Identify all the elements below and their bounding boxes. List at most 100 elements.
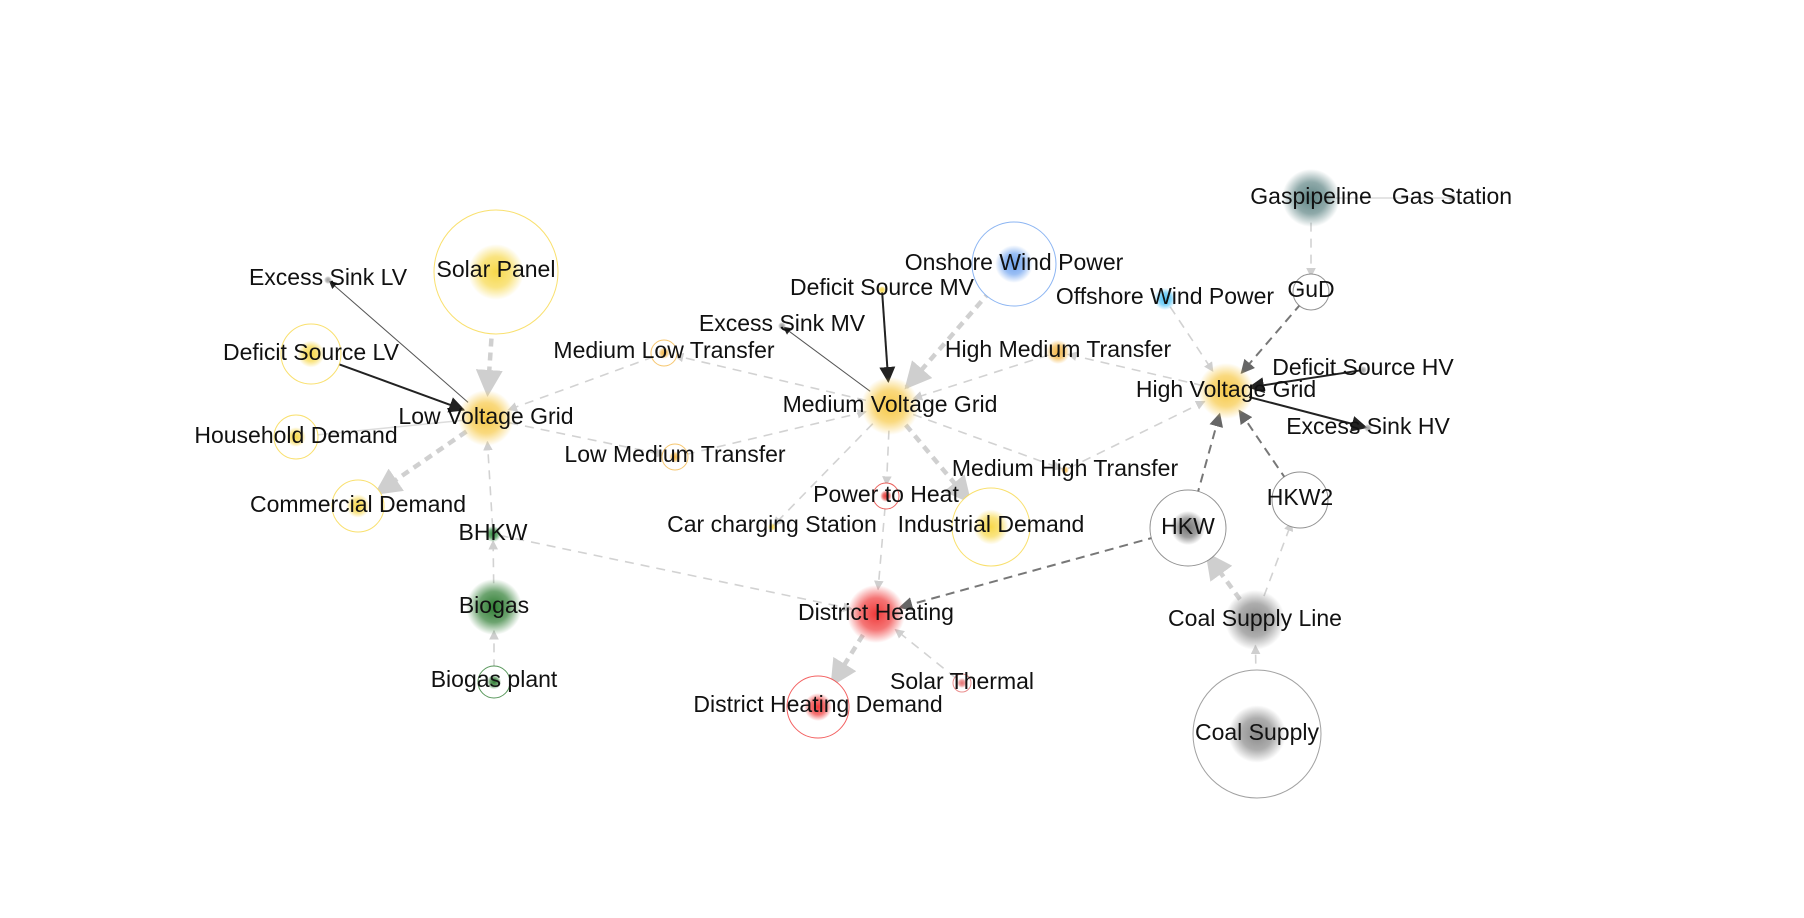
node-low-medium-transfer[interactable] <box>661 443 689 471</box>
label-medium-high-transfer: Medium High Transfer <box>952 455 1179 481</box>
label-gaspipeline: Gaspipeline <box>1250 183 1371 209</box>
industrial-demand-core <box>973 509 1009 545</box>
node-gud[interactable] <box>1292 273 1330 311</box>
node-low-voltage-grid[interactable] <box>458 390 514 446</box>
district-heating-circle <box>847 585 905 643</box>
label-high-voltage-grid: High Voltage Grid <box>1136 376 1316 402</box>
node-district-heating-demand[interactable] <box>786 675 850 739</box>
edge-low-voltage-grid-to-low-medium-transfer <box>509 422 666 458</box>
edge-solar-thermal-to-district-heating <box>894 628 957 679</box>
label-deficit-source-mv: Deficit Source MV <box>790 274 975 300</box>
low-voltage-grid-circle <box>458 390 514 446</box>
label-household-demand: Household Demand <box>194 422 397 448</box>
node-medium-voltage-grid[interactable] <box>861 377 919 435</box>
node-deficit-source-mv[interactable] <box>878 286 886 294</box>
edge-medium-voltage-grid-to-medium-high-transfer <box>912 413 1063 471</box>
label-biogas: Biogas <box>459 592 529 618</box>
label-car-charging-station: Car charging Station <box>667 511 877 537</box>
node-medium-high-transfer[interactable] <box>1061 466 1069 474</box>
node-hkw[interactable] <box>1149 489 1227 567</box>
node-bhkw[interactable] <box>485 526 501 542</box>
label-industrial-demand: Industrial Demand <box>898 511 1085 537</box>
label-excess-sink-lv: Excess Sink LV <box>249 264 408 290</box>
node-industrial-demand[interactable] <box>951 487 1031 567</box>
solar-panel-core <box>468 244 524 300</box>
gud-ring <box>1292 273 1330 311</box>
nodes-layer <box>273 169 1456 799</box>
edge-low-voltage-grid-to-household-demand <box>314 419 463 436</box>
label-solar-thermal: Solar Thermal <box>890 668 1034 694</box>
node-onshore-wind[interactable] <box>971 221 1057 307</box>
node-deficit-source-hv[interactable] <box>1359 366 1367 374</box>
car-charging-station-dot <box>768 523 776 531</box>
label-bhkw: BHKW <box>459 519 528 545</box>
edge-hkw2-to-high-voltage-grid <box>1238 409 1288 481</box>
edge-deficit-source-lv-to-low-voltage-grid <box>334 361 466 413</box>
label-deficit-source-hv: Deficit Source HV <box>1272 354 1454 380</box>
onshore-wind-core <box>995 245 1033 283</box>
edge-district-heating-to-district-heating-demand <box>830 633 865 687</box>
node-deficit-source-lv[interactable] <box>280 323 342 385</box>
excess-sink-hv-dot <box>1364 424 1372 432</box>
label-deficit-source-lv: Deficit Source LV <box>223 339 400 365</box>
edge-bhkw-to-district-heating <box>499 534 853 612</box>
edge-offshore-wind-to-high-voltage-grid <box>1169 306 1214 372</box>
node-high-medium-transfer[interactable] <box>1046 340 1070 364</box>
edge-solar-panel-to-low-voltage-grid <box>475 324 503 397</box>
label-high-medium-transfer: High Medium Transfer <box>945 336 1172 362</box>
deficit-source-lv-core <box>297 340 325 368</box>
node-household-demand[interactable] <box>273 414 319 460</box>
label-biogas-plant: Biogas plant <box>431 666 558 692</box>
high-voltage-grid-circle <box>1198 363 1254 419</box>
node-coal-supply-line[interactable] <box>1225 590 1285 650</box>
edge-medium-low-transfer-to-low-voltage-grid <box>507 356 654 412</box>
label-hkw2: HKW2 <box>1267 484 1333 510</box>
edge-medium-voltage-grid-to-industrial-demand <box>904 423 972 504</box>
edge-power-to-heat-to-district-heating <box>874 506 886 591</box>
node-excess-sink-hv[interactable] <box>1364 424 1372 432</box>
node-medium-low-transfer[interactable] <box>650 339 678 367</box>
deficit-source-mv-dot <box>878 286 886 294</box>
node-biogas[interactable] <box>466 579 522 635</box>
label-medium-voltage-grid: Medium Voltage Grid <box>783 391 998 417</box>
node-coal-supply[interactable] <box>1192 669 1322 799</box>
edge-coal-supply-line-to-hkw2 <box>1263 521 1294 597</box>
medium-voltage-grid-circle <box>861 377 919 435</box>
node-gaspipeline[interactable] <box>1282 169 1340 227</box>
node-district-heating[interactable] <box>847 585 905 643</box>
node-solar-panel[interactable] <box>433 209 559 335</box>
edge-onshore-wind-to-medium-voltage-grid <box>904 289 993 390</box>
coal-supply-core <box>1228 705 1286 763</box>
label-low-voltage-grid: Low Voltage Grid <box>398 403 573 429</box>
biogas-circle <box>466 579 522 635</box>
edge-deficit-source-hv-to-high-voltage-grid <box>1247 369 1362 394</box>
bhkw-circle <box>485 526 501 542</box>
node-hkw2[interactable] <box>1271 471 1329 529</box>
medium-low-transfer-core <box>658 347 670 359</box>
label-district-heating: District Heating <box>798 599 954 625</box>
node-excess-sink-mv[interactable] <box>778 322 786 330</box>
edge-high-medium-transfer-to-medium-voltage-grid <box>912 354 1049 401</box>
node-car-charging-station[interactable] <box>768 523 776 531</box>
label-offshore-wind: Offshore Wind Power <box>1056 283 1275 309</box>
label-district-heating-demand: District Heating Demand <box>693 691 942 717</box>
node-solar-thermal[interactable] <box>952 673 972 693</box>
node-power-to-heat[interactable] <box>872 482 900 510</box>
commercial-demand-core <box>346 494 370 518</box>
node-commercial-demand[interactable] <box>331 479 385 533</box>
node-high-voltage-grid[interactable] <box>1198 363 1254 419</box>
label-coal-supply-line: Coal Supply Line <box>1168 605 1342 631</box>
edge-high-voltage-grid-to-excess-sink-hv <box>1248 396 1368 432</box>
node-excess-sink-lv[interactable] <box>324 276 332 284</box>
node-offshore-wind[interactable] <box>1154 288 1176 310</box>
edge-bhkw-to-low-voltage-grid <box>483 440 494 528</box>
node-biogas-plant[interactable] <box>477 665 511 699</box>
hkw2-ring <box>1271 471 1329 529</box>
excess-sink-lv-dot <box>324 276 332 284</box>
edge-medium-voltage-grid-to-excess-sink-mv <box>782 326 871 392</box>
node-gas-station[interactable] <box>1448 194 1456 202</box>
edge-deficit-source-mv-to-medium-voltage-grid <box>879 291 896 384</box>
edges-layer <box>314 197 1450 687</box>
household-demand-core <box>286 427 306 447</box>
